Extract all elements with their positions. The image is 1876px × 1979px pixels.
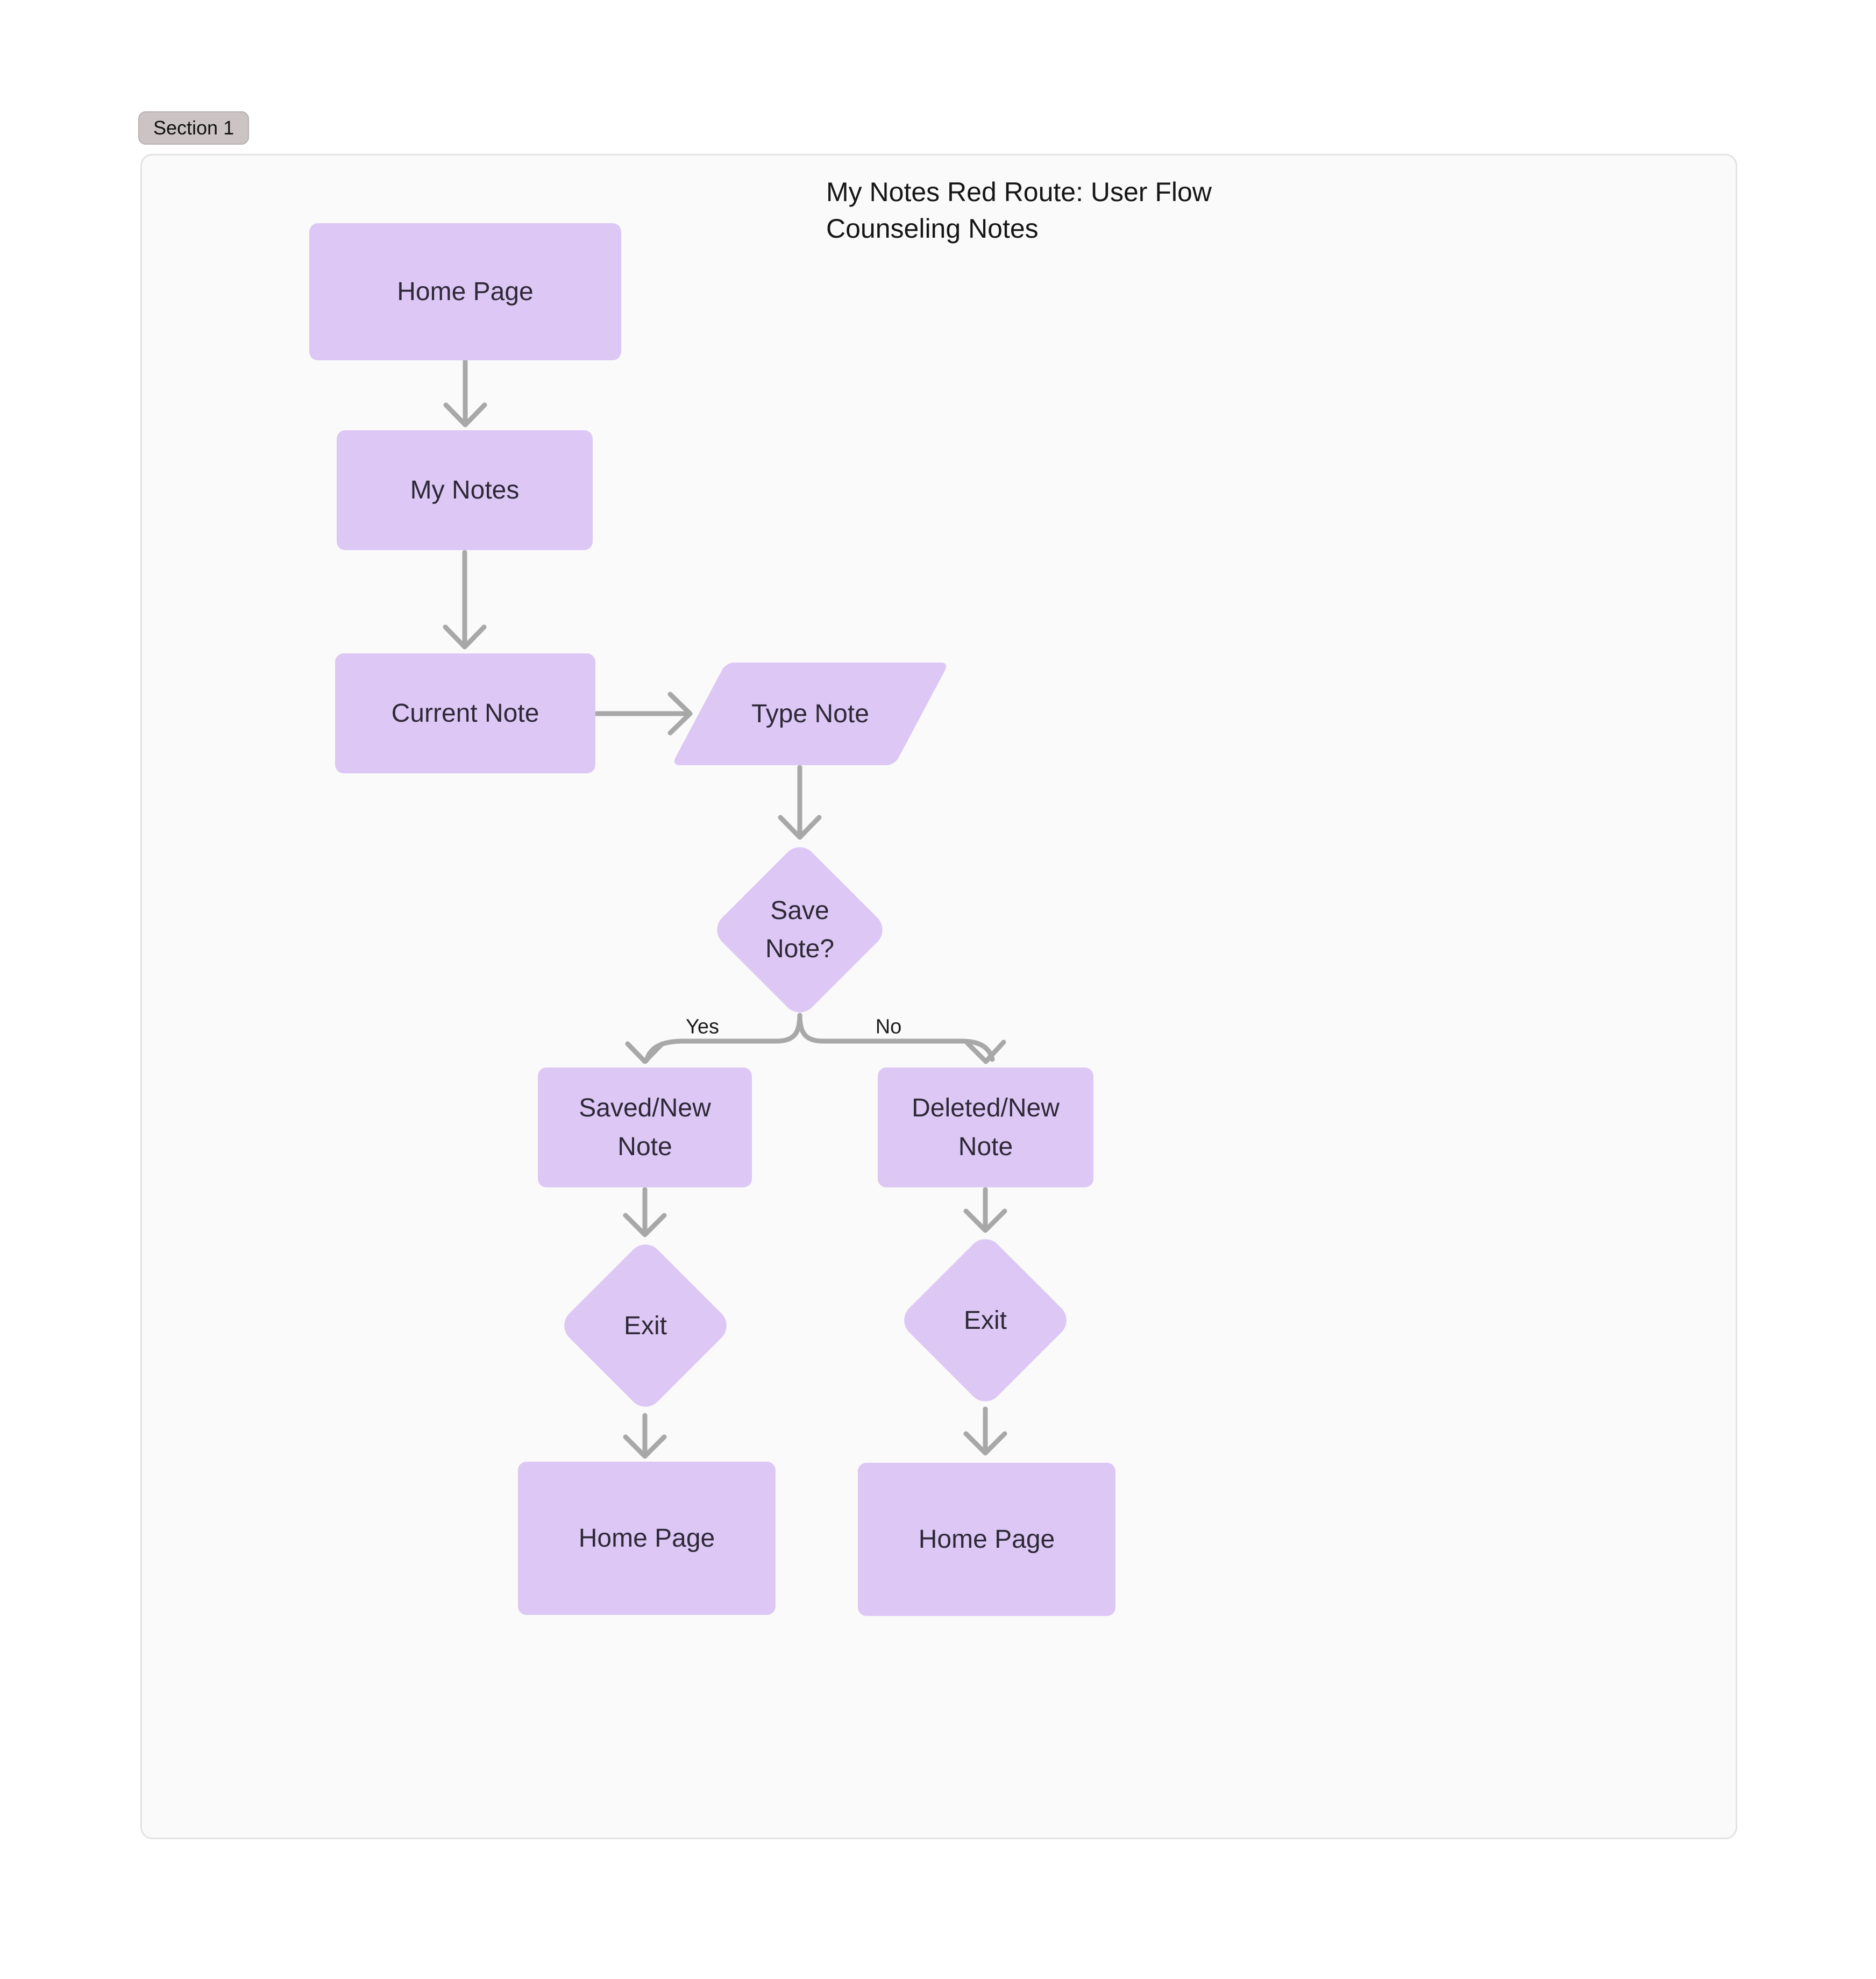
node-home-page-bottom-right[interactable]: Home Page (858, 1463, 1115, 1616)
node-home-page-bottom-left[interactable]: Home Page (518, 1462, 776, 1615)
node-save-note-decision[interactable]: Save Note? (710, 840, 890, 1020)
node-type-note[interactable]: Type Note (671, 663, 949, 765)
section-label: Section 1 (153, 117, 234, 139)
node-my-notes[interactable]: My Notes (337, 430, 593, 550)
node-home-page-bottom-right-label: Home Page (918, 1525, 1055, 1554)
edge-label-yes: Yes (686, 1015, 719, 1038)
node-deleted-new-note[interactable]: Deleted/New Note (878, 1067, 1093, 1187)
node-saved-new-note-label: Saved/New Note (579, 1093, 711, 1161)
section-pill[interactable]: Section 1 (138, 111, 250, 145)
node-save-note-label: Save Note? (765, 896, 835, 963)
node-my-notes-label: My Notes (410, 475, 520, 504)
diagram-title-line2: Counseling Notes (826, 213, 1039, 244)
node-home-page-top-label: Home Page (397, 277, 534, 306)
diagram-title-line1: My Notes Red Route: User Flow (826, 177, 1212, 207)
node-deleted-new-note-label: Deleted/New Note (912, 1093, 1060, 1161)
node-current-note-label: Current Note (391, 699, 539, 728)
node-home-page-bottom-left-label: Home Page (578, 1524, 715, 1553)
node-type-note-label: Type Note (751, 700, 869, 728)
edge-label-no: No (875, 1015, 902, 1038)
diagram-title: My Notes Red Route: User Flow Counseling… (826, 174, 1212, 247)
node-home-page-top[interactable]: Home Page (309, 223, 621, 360)
node-current-note[interactable]: Current Note (335, 653, 595, 773)
node-exit-right-label: Exit (963, 1306, 1007, 1335)
node-exit-left-label: Exit (623, 1311, 667, 1340)
node-saved-new-note[interactable]: Saved/New Note (538, 1067, 752, 1187)
node-exit-left[interactable]: Exit (557, 1237, 734, 1414)
node-exit-right[interactable]: Exit (897, 1231, 1074, 1409)
